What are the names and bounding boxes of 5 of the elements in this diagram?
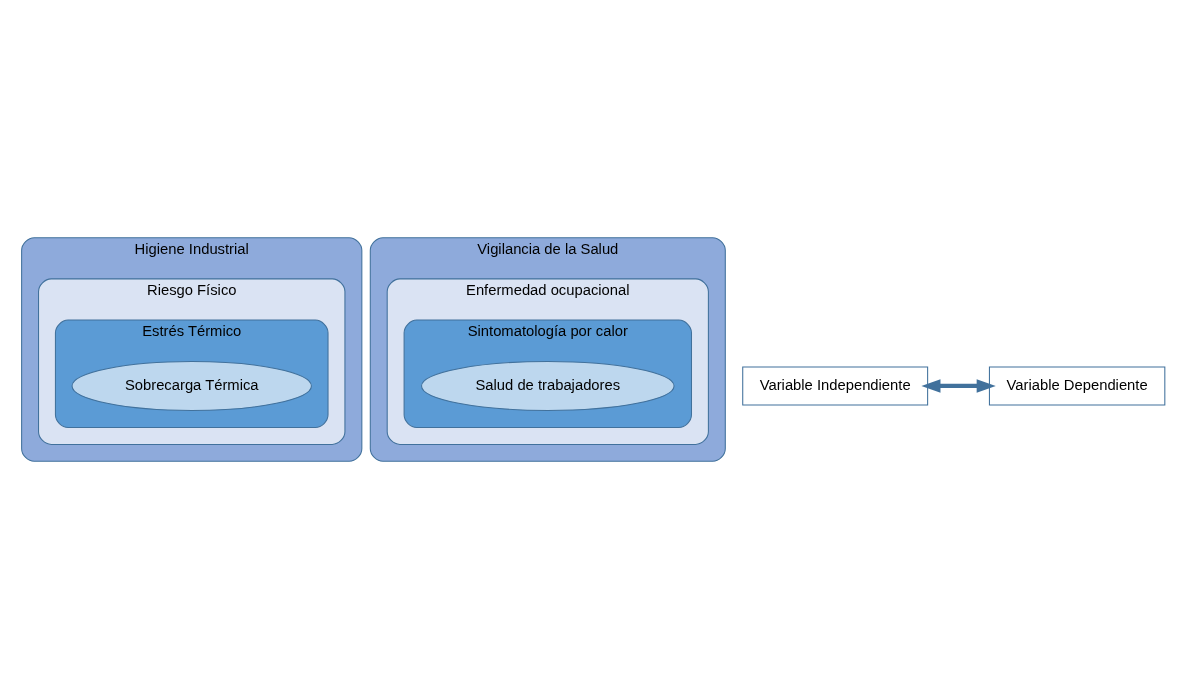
node-box: Variable Dependiente (988, 366, 1166, 406)
node-ellipse: Sobrecarga Térmica (71, 360, 312, 411)
node-box: Variable Independiente (742, 366, 929, 406)
node-ellipse: Salud de trabajadores (421, 360, 675, 411)
arrow (921, 379, 996, 393)
